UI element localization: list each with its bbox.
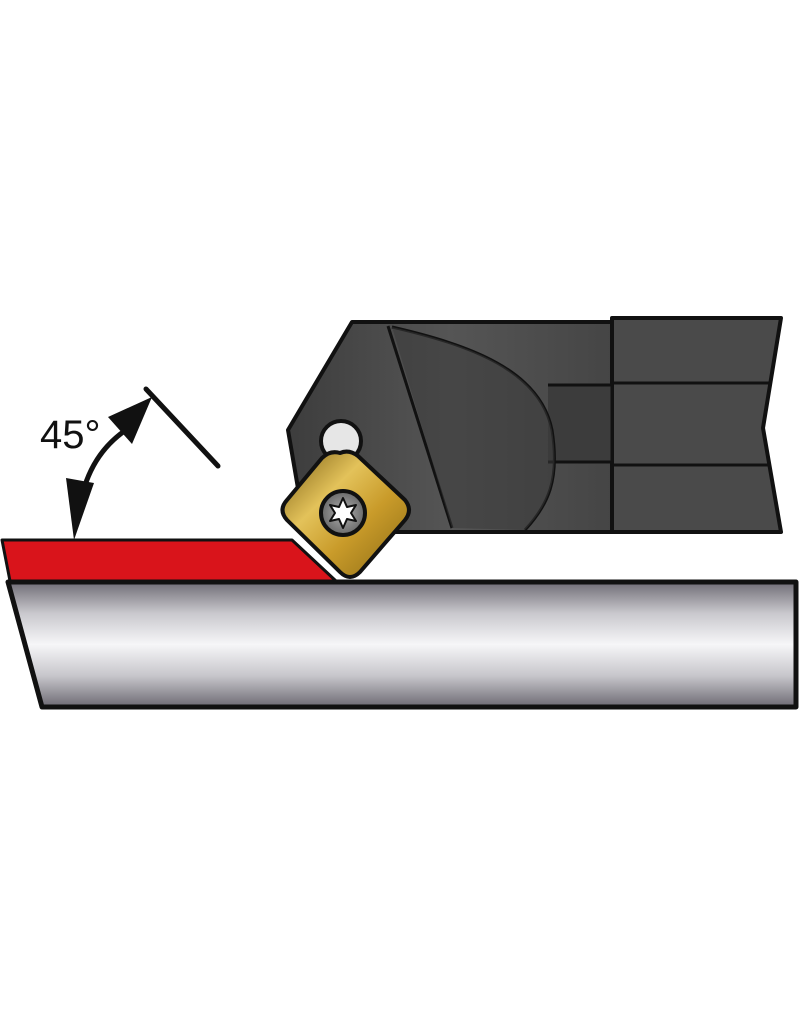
angle-arrow-icon	[66, 397, 152, 540]
chip-removed-material	[0, 538, 338, 583]
angle-label: 45°	[40, 413, 101, 457]
torx-screw-icon	[319, 489, 367, 537]
workpiece	[5, 579, 799, 710]
cutting-insert	[280, 449, 411, 579]
angle-indicator: 45°	[40, 386, 221, 540]
